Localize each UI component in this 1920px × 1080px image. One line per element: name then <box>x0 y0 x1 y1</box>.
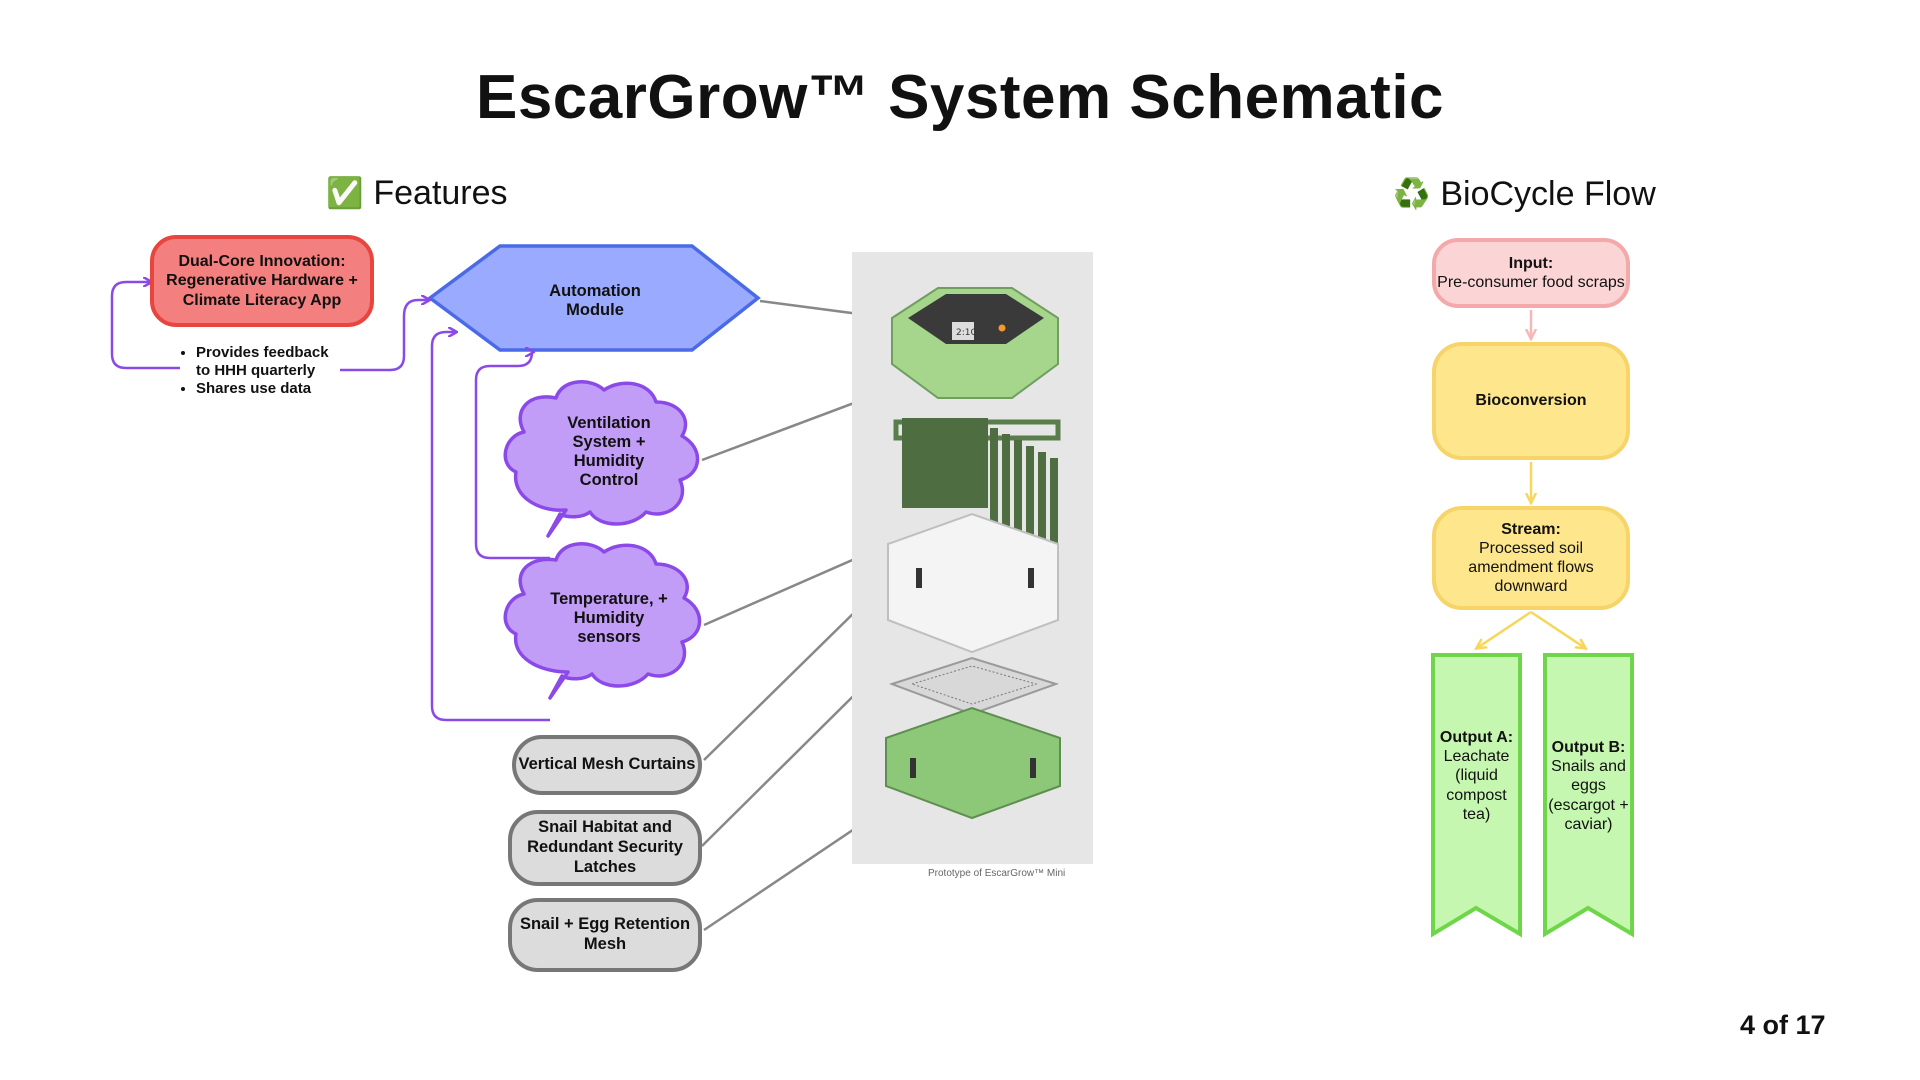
output-b-text-block: Output B: Snails and eggs (escargot + ca… <box>1545 738 1632 834</box>
note-item: Provides feedback to HHH quarterly <box>196 344 346 380</box>
temperature-label: Temperature, + Humidity sensors <box>550 590 668 646</box>
photo-caption: Prototype of EscarGrow™ Mini <box>928 868 1066 879</box>
dual-loop-arrow <box>110 282 180 370</box>
output-a-text: Leachate (liquid compost tea) <box>1443 748 1510 823</box>
output-a-text-block: Output A: Leachate (liquid compost tea) <box>1433 728 1520 824</box>
device-illustration: 2:1C <box>885 287 1061 820</box>
temperature-cloud <box>503 542 702 700</box>
input-label: Input: <box>1508 254 1554 272</box>
stream-to-output-b-arrow <box>1530 610 1585 648</box>
stream-label: Stream: <box>1501 520 1561 538</box>
ventilation-label: Ventilation System + Humidity Control <box>567 414 651 489</box>
biocycle-heading-label: BioCycle Flow <box>1440 175 1656 213</box>
page-number: 4 of 17 <box>1740 1010 1826 1040</box>
output-a-label: Output A: <box>1439 729 1514 746</box>
output-a-ribbon <box>1431 653 1522 938</box>
stream-text: Processed soil amendment flows downward <box>1468 539 1594 596</box>
ventilation-to-automation-arrow <box>474 352 550 560</box>
dual-core-box: Dual-Core Innovation: Regenerative Hardw… <box>150 235 374 327</box>
retention-mesh-box: Snail + Egg Retention Mesh <box>508 898 702 972</box>
ventilation-cloud <box>503 380 700 538</box>
automation-label: Automation Module <box>549 282 641 319</box>
output-b-ribbon <box>1543 653 1634 938</box>
dual-to-automation-arrow <box>340 300 428 372</box>
input-box: Input: Pre-consumer food scraps <box>1432 238 1630 308</box>
checkmark-icon: ✅ <box>326 177 364 210</box>
output-b-label: Output B: <box>1551 739 1626 756</box>
page-title: EscarGrow™ System Schematic <box>475 63 1445 132</box>
features-heading-label: Features <box>373 174 508 212</box>
recycle-icon: ♻️ <box>1393 178 1431 211</box>
device-photo: 2:1C <box>852 252 1093 864</box>
stream-box: Stream: Processed soil amendment flows d… <box>1432 506 1630 610</box>
biocycle-heading: ♻️ BioCycle Flow <box>1393 175 1656 214</box>
stream-to-output-a-arrow <box>1477 610 1532 648</box>
bioconversion-box: Bioconversion <box>1432 342 1630 460</box>
input-text: Pre-consumer food scraps <box>1437 274 1625 291</box>
device-label: 2:1C <box>956 328 977 338</box>
temperature-to-automation-arrow <box>430 332 550 722</box>
dual-core-notes: Provides feedback to HHH quarterly Share… <box>178 344 346 398</box>
automation-hexagon <box>427 244 761 352</box>
output-b-text: Snails and eggs (escargot + caviar) <box>1548 758 1629 833</box>
features-heading: ✅ Features <box>326 174 508 213</box>
note-item: Shares use data <box>196 380 346 398</box>
snail-habitat-box: Snail Habitat and Redundant Security Lat… <box>508 810 702 886</box>
device-screen <box>952 322 974 340</box>
vertical-mesh-box: Vertical Mesh Curtains <box>512 735 702 795</box>
